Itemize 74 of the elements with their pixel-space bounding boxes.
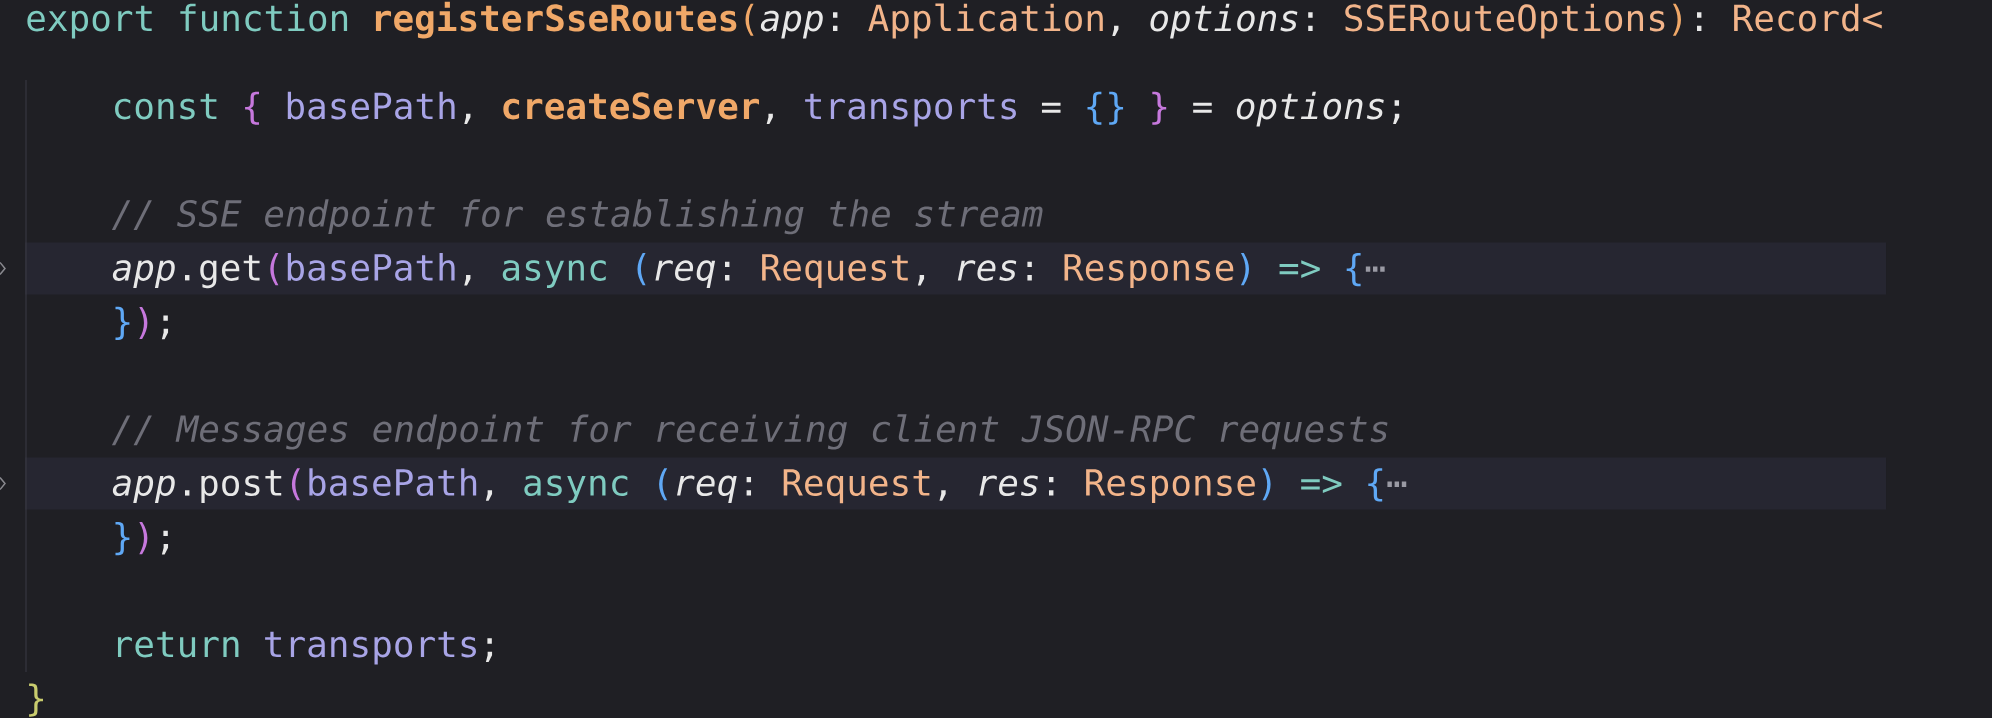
keyword: => — [1279, 260, 1320, 278]
bracket: ( — [291, 468, 300, 501]
bracket: ( — [659, 468, 668, 501]
punctuation: ; — [1393, 100, 1400, 125]
parameter-name: res — [957, 260, 1017, 281]
parameter-name: req — [677, 475, 737, 504]
bracket: { — [1368, 468, 1383, 502]
bracket: { — [245, 91, 259, 125]
keyword: async — [524, 475, 628, 504]
bracket: ) — [1262, 468, 1271, 501]
variable-name: basePath — [309, 468, 477, 497]
type-name: SSERouteOptions — [1345, 3, 1665, 39]
function-name: createServer — [503, 92, 760, 120]
punctuation: : — [1049, 476, 1054, 496]
bracket: ( — [270, 253, 279, 286]
variable-name: transports — [805, 93, 1016, 127]
punctuation: , — [485, 490, 493, 501]
bracket: } — [29, 683, 43, 717]
type-name: Application — [868, 3, 1103, 39]
keyword: const — [115, 93, 217, 120]
keyword: => — [1301, 475, 1342, 494]
punctuation: : — [833, 12, 838, 31]
punctuation: ; — [485, 638, 493, 663]
punctuation: , — [917, 275, 925, 286]
punctuation: : — [746, 476, 752, 496]
type-name: Record< — [1734, 3, 1882, 32]
bracket: ( — [745, 3, 754, 36]
function-name: registerSseRoutes — [375, 1, 737, 39]
punctuation: , — [939, 490, 946, 501]
variable-name: transports — [265, 631, 476, 665]
punctuation: = — [1041, 102, 1061, 113]
bracket: ) — [139, 306, 148, 339]
type-name: Response — [1064, 254, 1234, 288]
parameter-name: req — [655, 260, 716, 288]
parameter-name: app — [112, 260, 175, 288]
parameter-name: app — [760, 10, 823, 39]
punctuation: : — [1697, 12, 1702, 31]
bracket: {} — [1087, 91, 1124, 125]
bracket: } — [115, 522, 130, 556]
fold-ellipsis: ⋯ — [1365, 266, 1385, 272]
punctuation: , — [1112, 25, 1119, 37]
bracket: } — [1152, 91, 1167, 125]
keyword: async — [502, 260, 606, 288]
bracket: ) — [139, 522, 148, 555]
fold-ellipsis: ⋯ — [1387, 481, 1407, 487]
bracket: } — [115, 306, 130, 341]
parameter-name: options — [1150, 3, 1298, 39]
punctuation: ; — [161, 315, 169, 340]
bracket: ) — [1672, 3, 1681, 36]
code-comment: // SSE endpoint for establishing the stream — [111, 199, 1043, 235]
variable-name: basePath — [287, 91, 455, 120]
parameter-name: res — [979, 475, 1038, 497]
punctuation: : — [725, 261, 730, 281]
punctuation: ; — [161, 530, 169, 555]
bracket: { — [1346, 253, 1361, 287]
punctuation: , — [464, 275, 471, 286]
punctuation: .get — [185, 255, 260, 289]
parameter-name: options — [1236, 91, 1384, 127]
punctuation: .post — [185, 470, 282, 504]
punctuation: : — [1308, 12, 1313, 31]
code-comment: // Messages endpoint for receiving client JSON-RPC requests — [111, 414, 1388, 450]
punctuation: : — [1027, 261, 1032, 281]
bracket: ) — [1240, 253, 1249, 286]
type-name: Request — [783, 469, 930, 504]
type-name: Request — [762, 254, 908, 288]
keyword: return — [117, 631, 239, 658]
punctuation: , — [766, 113, 773, 125]
bracket: ( — [637, 253, 646, 286]
variable-name: basePath — [287, 253, 455, 281]
type-name: Response — [1086, 469, 1255, 504]
punctuation: , — [464, 113, 471, 125]
keyword: export function — [27, 3, 348, 39]
punctuation: = — [1193, 102, 1212, 113]
parameter-name: app — [112, 475, 175, 504]
